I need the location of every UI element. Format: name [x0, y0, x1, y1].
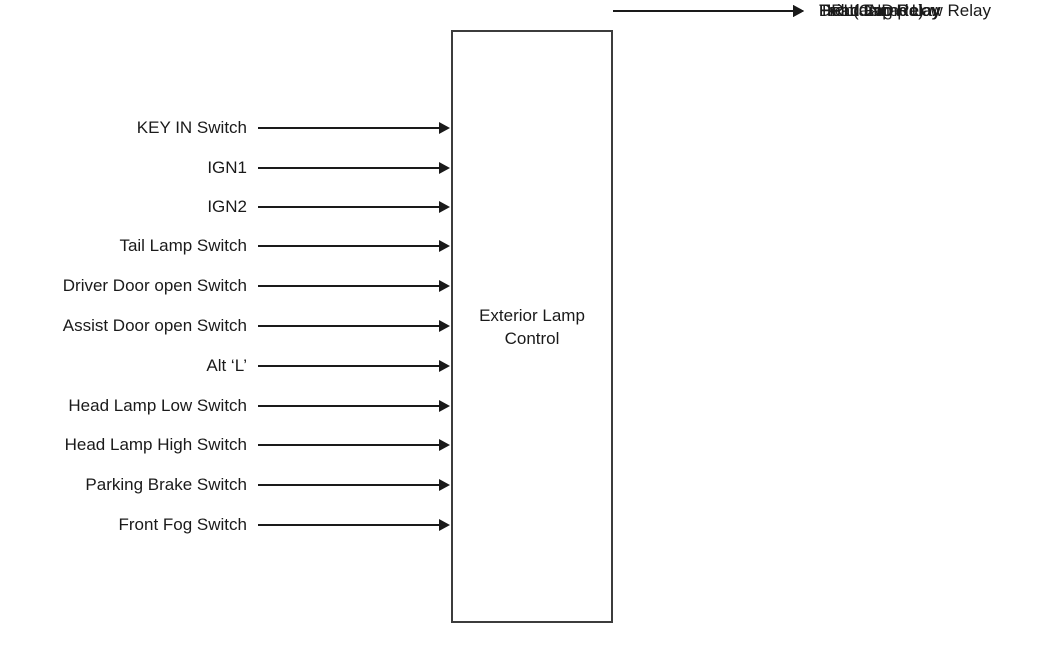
output-label: DRL(Canada) — [819, 1, 924, 20]
input-row: IGN1 — [20, 157, 450, 179]
arrow-right-icon — [258, 162, 450, 174]
arrow-right-icon — [258, 201, 450, 213]
arrow-right-icon — [258, 439, 450, 451]
output-row: Front Fog Relay — [613, 0, 941, 22]
input-row: IGN2 — [20, 196, 450, 218]
input-row: Tail Lamp Switch — [20, 235, 450, 257]
input-label: Head Lamp High Switch — [64, 435, 247, 454]
input-label: IGN1 — [207, 158, 247, 177]
input-row: Head Lamp Low Switch — [20, 395, 450, 417]
output-label: Front Fog Relay — [819, 1, 941, 20]
arrow-right-icon — [258, 360, 450, 372]
input-row: Alt ‘L’ — [20, 355, 450, 377]
input-row: Head Lamp High Switch — [20, 434, 450, 456]
arrow-right-icon — [258, 280, 450, 292]
arrow-right-icon — [258, 519, 450, 531]
output-label: Head IND — [819, 1, 894, 20]
arrow-right-icon — [258, 240, 450, 252]
input-label: Driver Door open Switch — [62, 276, 247, 295]
input-label: Tail Lamp Switch — [119, 236, 247, 255]
arrow-right-icon — [258, 400, 450, 412]
output-label: Head Lamp Low Relay — [819, 1, 991, 20]
arrow-right-icon — [258, 320, 450, 332]
input-label: IGN2 — [207, 197, 247, 216]
input-row: Driver Door open Switch — [20, 275, 450, 297]
input-label: Head Lamp Low Switch — [68, 396, 247, 415]
input-row: KEY IN Switch — [20, 117, 450, 139]
input-row: Front Fog Switch — [20, 514, 450, 536]
output-label: Tail Lamp Relay — [819, 1, 940, 20]
input-label: Front Fog Switch — [118, 515, 248, 534]
input-row: Parking Brake Switch — [20, 474, 450, 496]
arrow-right-icon — [613, 5, 804, 17]
input-label: Assist Door open Switch — [62, 316, 247, 335]
arrow-right-icon — [258, 479, 450, 491]
input-label: KEY IN Switch — [136, 118, 247, 137]
input-label: Alt ‘L’ — [206, 356, 247, 375]
exterior-lamp-control-block: Exterior Lamp Control — [451, 30, 613, 623]
input-row: Assist Door open Switch — [20, 315, 450, 337]
input-label: Parking Brake Switch — [85, 475, 247, 494]
arrow-right-icon — [258, 122, 450, 134]
block-title: Exterior Lamp Control — [479, 305, 585, 348]
